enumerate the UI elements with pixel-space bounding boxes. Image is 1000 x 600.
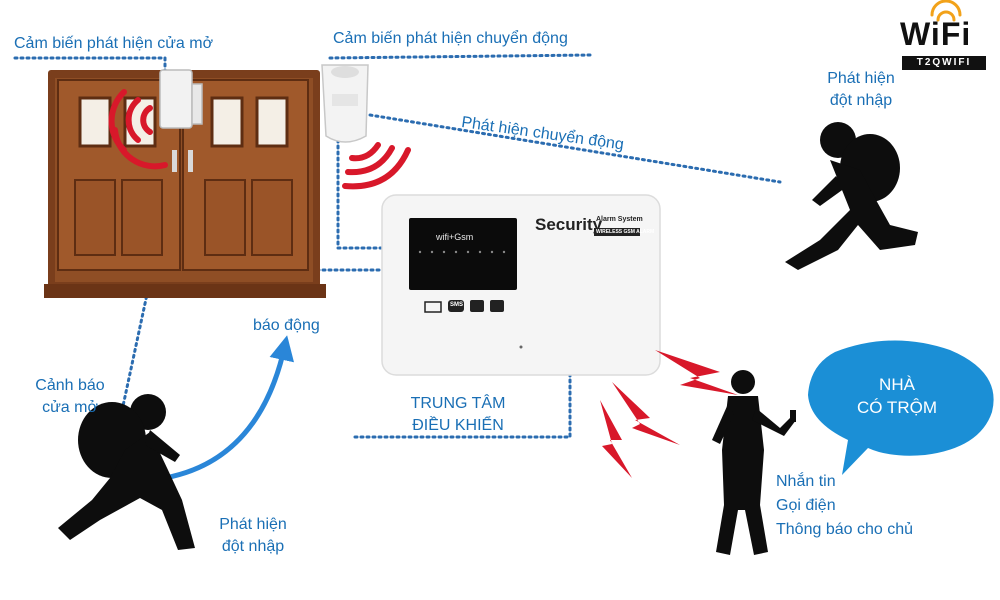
door-sensor-label-line bbox=[13, 56, 167, 74]
bubble-line1: NHÀ bbox=[879, 375, 915, 394]
panel-sms-label: SMS bbox=[450, 302, 464, 308]
man-with-phone-icon bbox=[712, 370, 796, 555]
signal-bars-icon bbox=[424, 301, 442, 313]
speaker-icon bbox=[490, 300, 504, 312]
panel-brand: Security bbox=[535, 215, 603, 234]
intrusion-label-top: Phát hiện đột nhập bbox=[818, 68, 904, 112]
burglar-silhouette-icon bbox=[58, 394, 195, 550]
door-warning-line2: cửa mở bbox=[42, 399, 98, 416]
burglar-silhouette-icon bbox=[785, 122, 918, 270]
control-center-label: TRUNG TÂM ĐIỀU KHIỂN bbox=[398, 393, 518, 437]
intrusion-label-top-line1: Phát hiện bbox=[827, 70, 895, 87]
panel-model-sub: WIRELESS GSM ALARM bbox=[596, 229, 655, 235]
notify-line1: Nhắn tin bbox=[776, 473, 836, 490]
bubble-line2: CÓ TRỘM bbox=[857, 398, 937, 417]
intrusion-label-bottom-line2: đột nhập bbox=[221, 538, 285, 555]
logo-sub: T2QWIFI bbox=[902, 56, 986, 70]
notify-line3: Thông báo cho chủ bbox=[776, 521, 913, 538]
control-center-line1: TRUNG TÂM bbox=[410, 395, 506, 412]
alarm-arrow bbox=[164, 335, 295, 481]
sms-icon bbox=[448, 300, 464, 312]
door-warning-label: Cảnh báo cửa mở bbox=[25, 375, 115, 419]
notify-line2: Gọi điện bbox=[776, 497, 836, 514]
alarm-label: báo động bbox=[253, 317, 320, 334]
speech-bubble-icon bbox=[808, 340, 994, 475]
panel-model: Alarm System bbox=[596, 216, 643, 223]
pir-sensor-icon bbox=[321, 64, 369, 143]
logo-word: WiFi bbox=[900, 16, 972, 52]
lightning-bolt-icon bbox=[600, 350, 738, 478]
panel-screen-text: wifi+Gsm bbox=[436, 232, 474, 242]
motion-detect-line bbox=[368, 113, 782, 184]
panel-bottom-line bbox=[353, 373, 572, 439]
door-sensor-icon bbox=[159, 69, 203, 129]
intrusion-label-bottom-line1: Phát hiện bbox=[219, 516, 287, 533]
control-center-line2: ĐIỀU KHIỂN bbox=[412, 417, 504, 434]
bubble-text: NHÀ CÓ TRỘM bbox=[832, 373, 962, 419]
pir-signal-waves bbox=[342, 142, 411, 190]
notify-label: Nhắn tin Gọi điện Thông báo cho chủ bbox=[776, 470, 913, 542]
double-door-icon bbox=[44, 70, 326, 298]
intrusion-label-top-line2: đột nhập bbox=[829, 92, 893, 109]
alarm-panel-icon bbox=[381, 194, 661, 376]
pir-to-panel-line bbox=[336, 138, 402, 250]
wifi-logo-icon bbox=[930, 0, 962, 22]
phone-icon bbox=[470, 300, 484, 312]
motion-sensor-label: Cảm biến phát hiện chuyển động bbox=[333, 30, 568, 47]
intrusion-label-bottom: Phát hiện đột nhập bbox=[210, 514, 296, 558]
door-sensor-label: Cảm biến phát hiện cửa mở bbox=[14, 35, 214, 52]
motion-sensor-label-line bbox=[328, 53, 592, 60]
door-warning-line1: Cảnh báo bbox=[35, 377, 105, 394]
door-signal-waves bbox=[108, 89, 168, 170]
